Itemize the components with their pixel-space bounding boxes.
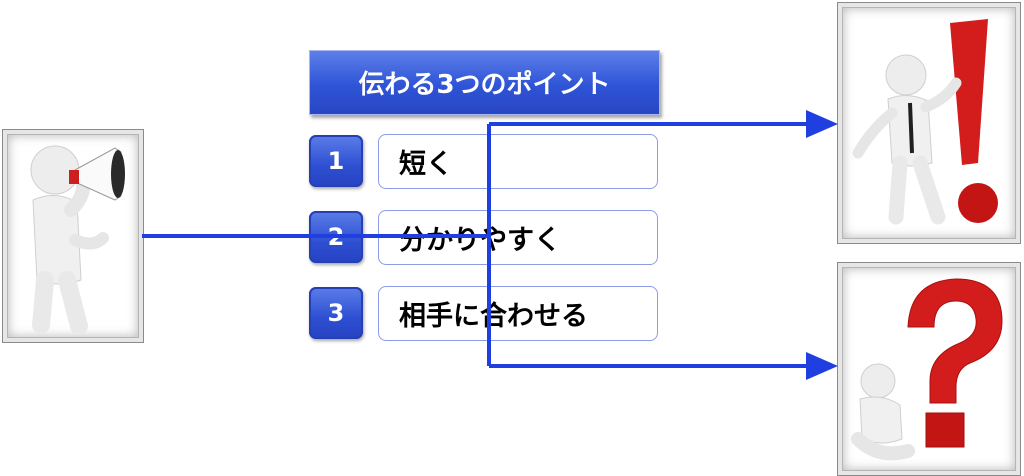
arrowhead-lower bbox=[806, 352, 838, 380]
speaker-picture bbox=[2, 129, 144, 343]
point-item-2: 分かりやすく bbox=[378, 210, 658, 265]
point-number-1: 1 bbox=[309, 135, 363, 187]
point-item-1: 短く bbox=[378, 134, 658, 189]
point-number-2: 2 bbox=[309, 211, 363, 263]
point-item-3: 相手に合わせる bbox=[378, 286, 658, 341]
exclamation-picture bbox=[837, 2, 1021, 244]
exclamation-figure-icon bbox=[852, 19, 998, 225]
point-number-3: 3 bbox=[309, 287, 363, 339]
speaker-megaphone-figure-icon bbox=[30, 145, 125, 335]
points-title: 伝わる3つのポイント bbox=[309, 50, 660, 115]
question-figure-icon bbox=[851, 278, 1003, 461]
question-picture bbox=[837, 262, 1021, 476]
arrowhead-upper bbox=[806, 110, 838, 138]
